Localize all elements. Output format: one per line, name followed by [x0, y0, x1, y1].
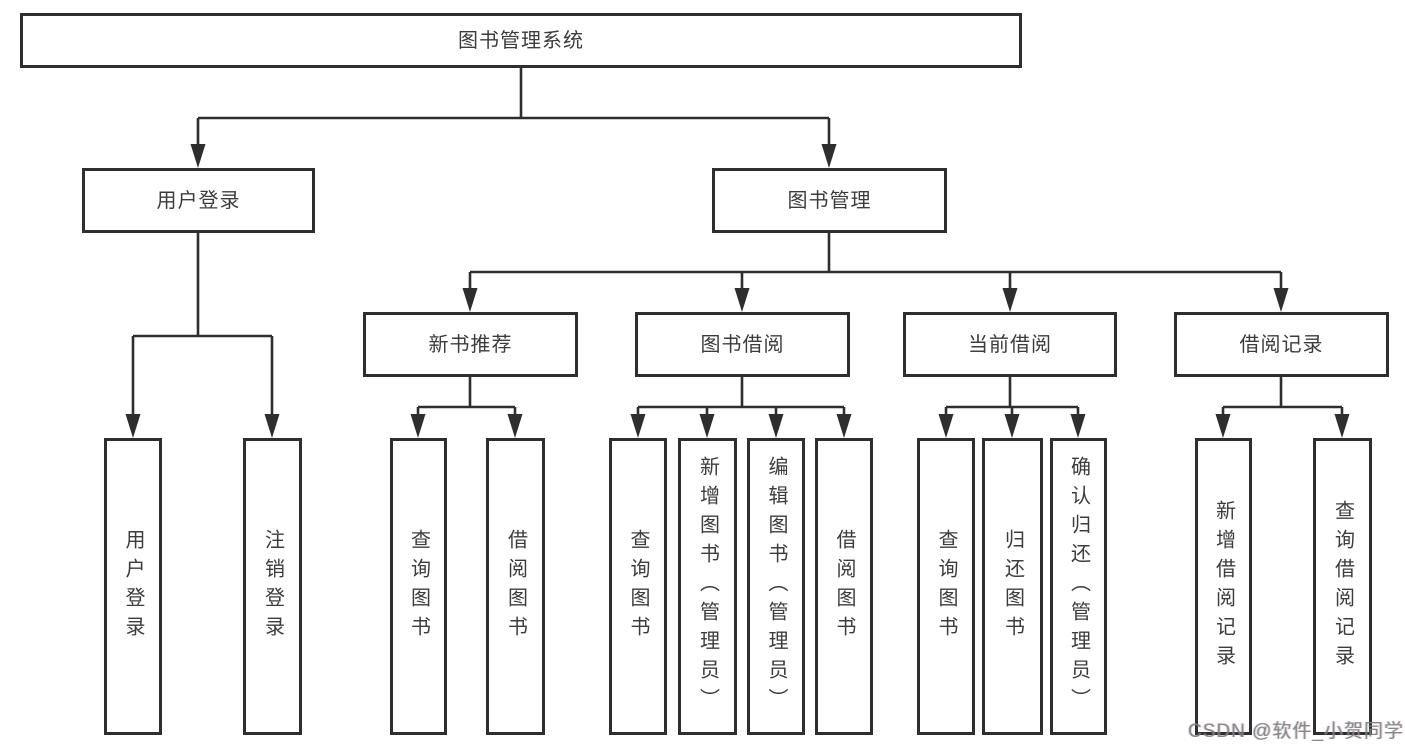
node-leaf-logout: 注销登录 — [243, 438, 302, 735]
node-user-login-module: 用户登录 — [82, 168, 315, 233]
connector-path — [944, 377, 1080, 416]
arrowhead-down-icon — [190, 144, 206, 168]
node-leaf-query-book-2: 查询图书 — [609, 438, 667, 735]
connector-path — [416, 377, 517, 416]
node-current-borrowing: 当前借阅 — [903, 312, 1117, 377]
node-root: 图书管理系统 — [20, 13, 1022, 68]
node-book-borrowing: 图书借阅 — [635, 312, 850, 377]
node-label-leaf-logout: 注销登录 — [261, 528, 284, 645]
arrowhead-down-icon — [1004, 414, 1020, 438]
arrowhead-down-icon — [125, 414, 141, 438]
node-label-leaf-query-book-1: 查询图书 — [407, 528, 430, 645]
node-label-leaf-query-book-3: 查询图书 — [935, 528, 957, 645]
arrowhead-down-icon — [768, 414, 784, 438]
node-leaf-add-borrow-rec: 新增借阅记录 — [1195, 438, 1252, 735]
node-label-leaf-query-book-2: 查询图书 — [627, 528, 649, 645]
node-leaf-return-book: 归还图书 — [982, 438, 1043, 735]
arrowhead-down-icon — [1070, 414, 1086, 438]
node-label-leaf-borrow-book-1: 借阅图书 — [504, 528, 527, 645]
node-label-leaf-confirm-return: 确认归还（管理员） — [1067, 456, 1090, 717]
node-label-leaf-query-borrow-rec: 查询借阅记录 — [1331, 499, 1354, 674]
connector-path — [468, 233, 1283, 290]
node-leaf-query-book-1: 查询图书 — [390, 438, 447, 735]
node-leaf-query-borrow-rec: 查询借阅记录 — [1313, 438, 1372, 735]
arrowhead-down-icon — [699, 414, 715, 438]
node-label-leaf-edit-book-admin: 编辑图书（管理员） — [765, 456, 787, 717]
connector-path — [196, 68, 831, 146]
node-new-book-recommend: 新书推荐 — [363, 312, 578, 377]
connector-path — [131, 233, 274, 416]
arrowhead-down-icon — [1002, 288, 1018, 312]
arrowhead-down-icon — [410, 414, 426, 438]
node-label-new-book-recommend: 新书推荐 — [428, 333, 513, 356]
node-label-leaf-add-book-admin: 新增图书（管理员） — [696, 456, 719, 717]
arrowhead-down-icon — [1334, 414, 1350, 438]
arrowhead-down-icon — [1273, 288, 1289, 312]
node-label-leaf-user-login: 用户登录 — [122, 528, 144, 645]
node-label-current-borrowing: 当前借阅 — [968, 333, 1052, 356]
csdn-watermark: CSDN @软件_小贺同学 — [1188, 721, 1404, 742]
node-leaf-edit-book-admin: 编辑图书（管理员） — [747, 438, 805, 735]
node-book-management: 图书管理 — [712, 168, 947, 233]
connector-path — [1221, 377, 1344, 416]
arrowhead-down-icon — [462, 288, 478, 312]
connector-path — [636, 377, 846, 416]
arrowhead-down-icon — [264, 414, 280, 438]
arrowhead-down-icon — [734, 288, 750, 312]
node-label-book-management: 图书管理 — [787, 189, 872, 212]
arrowhead-down-icon — [630, 414, 646, 438]
node-label-leaf-add-borrow-rec: 新增借阅记录 — [1212, 499, 1235, 674]
node-leaf-user-login: 用户登录 — [104, 438, 162, 735]
node-leaf-borrow-book-1: 借阅图书 — [486, 438, 545, 735]
arrowhead-down-icon — [938, 414, 954, 438]
node-leaf-confirm-return: 确认归还（管理员） — [1050, 438, 1107, 735]
node-leaf-query-book-3: 查询图书 — [917, 438, 975, 735]
arrowhead-down-icon — [821, 144, 837, 168]
node-borrowing-records: 借阅记录 — [1174, 312, 1389, 377]
arrowhead-down-icon — [507, 414, 523, 438]
arrowhead-down-icon — [1215, 414, 1231, 438]
node-label-leaf-borrow-book-2: 借阅图书 — [833, 528, 855, 645]
node-label-borrowing-records: 借阅记录 — [1239, 333, 1324, 356]
node-leaf-add-book-admin: 新增图书（管理员） — [678, 438, 737, 735]
node-label-user-login-module: 用户登录 — [156, 189, 241, 212]
node-label-leaf-return-book: 归还图书 — [1001, 528, 1024, 645]
node-label-root: 图书管理系统 — [458, 29, 584, 52]
node-leaf-borrow-book-2: 借阅图书 — [815, 438, 873, 735]
node-label-book-borrowing: 图书借阅 — [700, 333, 785, 356]
arrowhead-down-icon — [836, 414, 852, 438]
